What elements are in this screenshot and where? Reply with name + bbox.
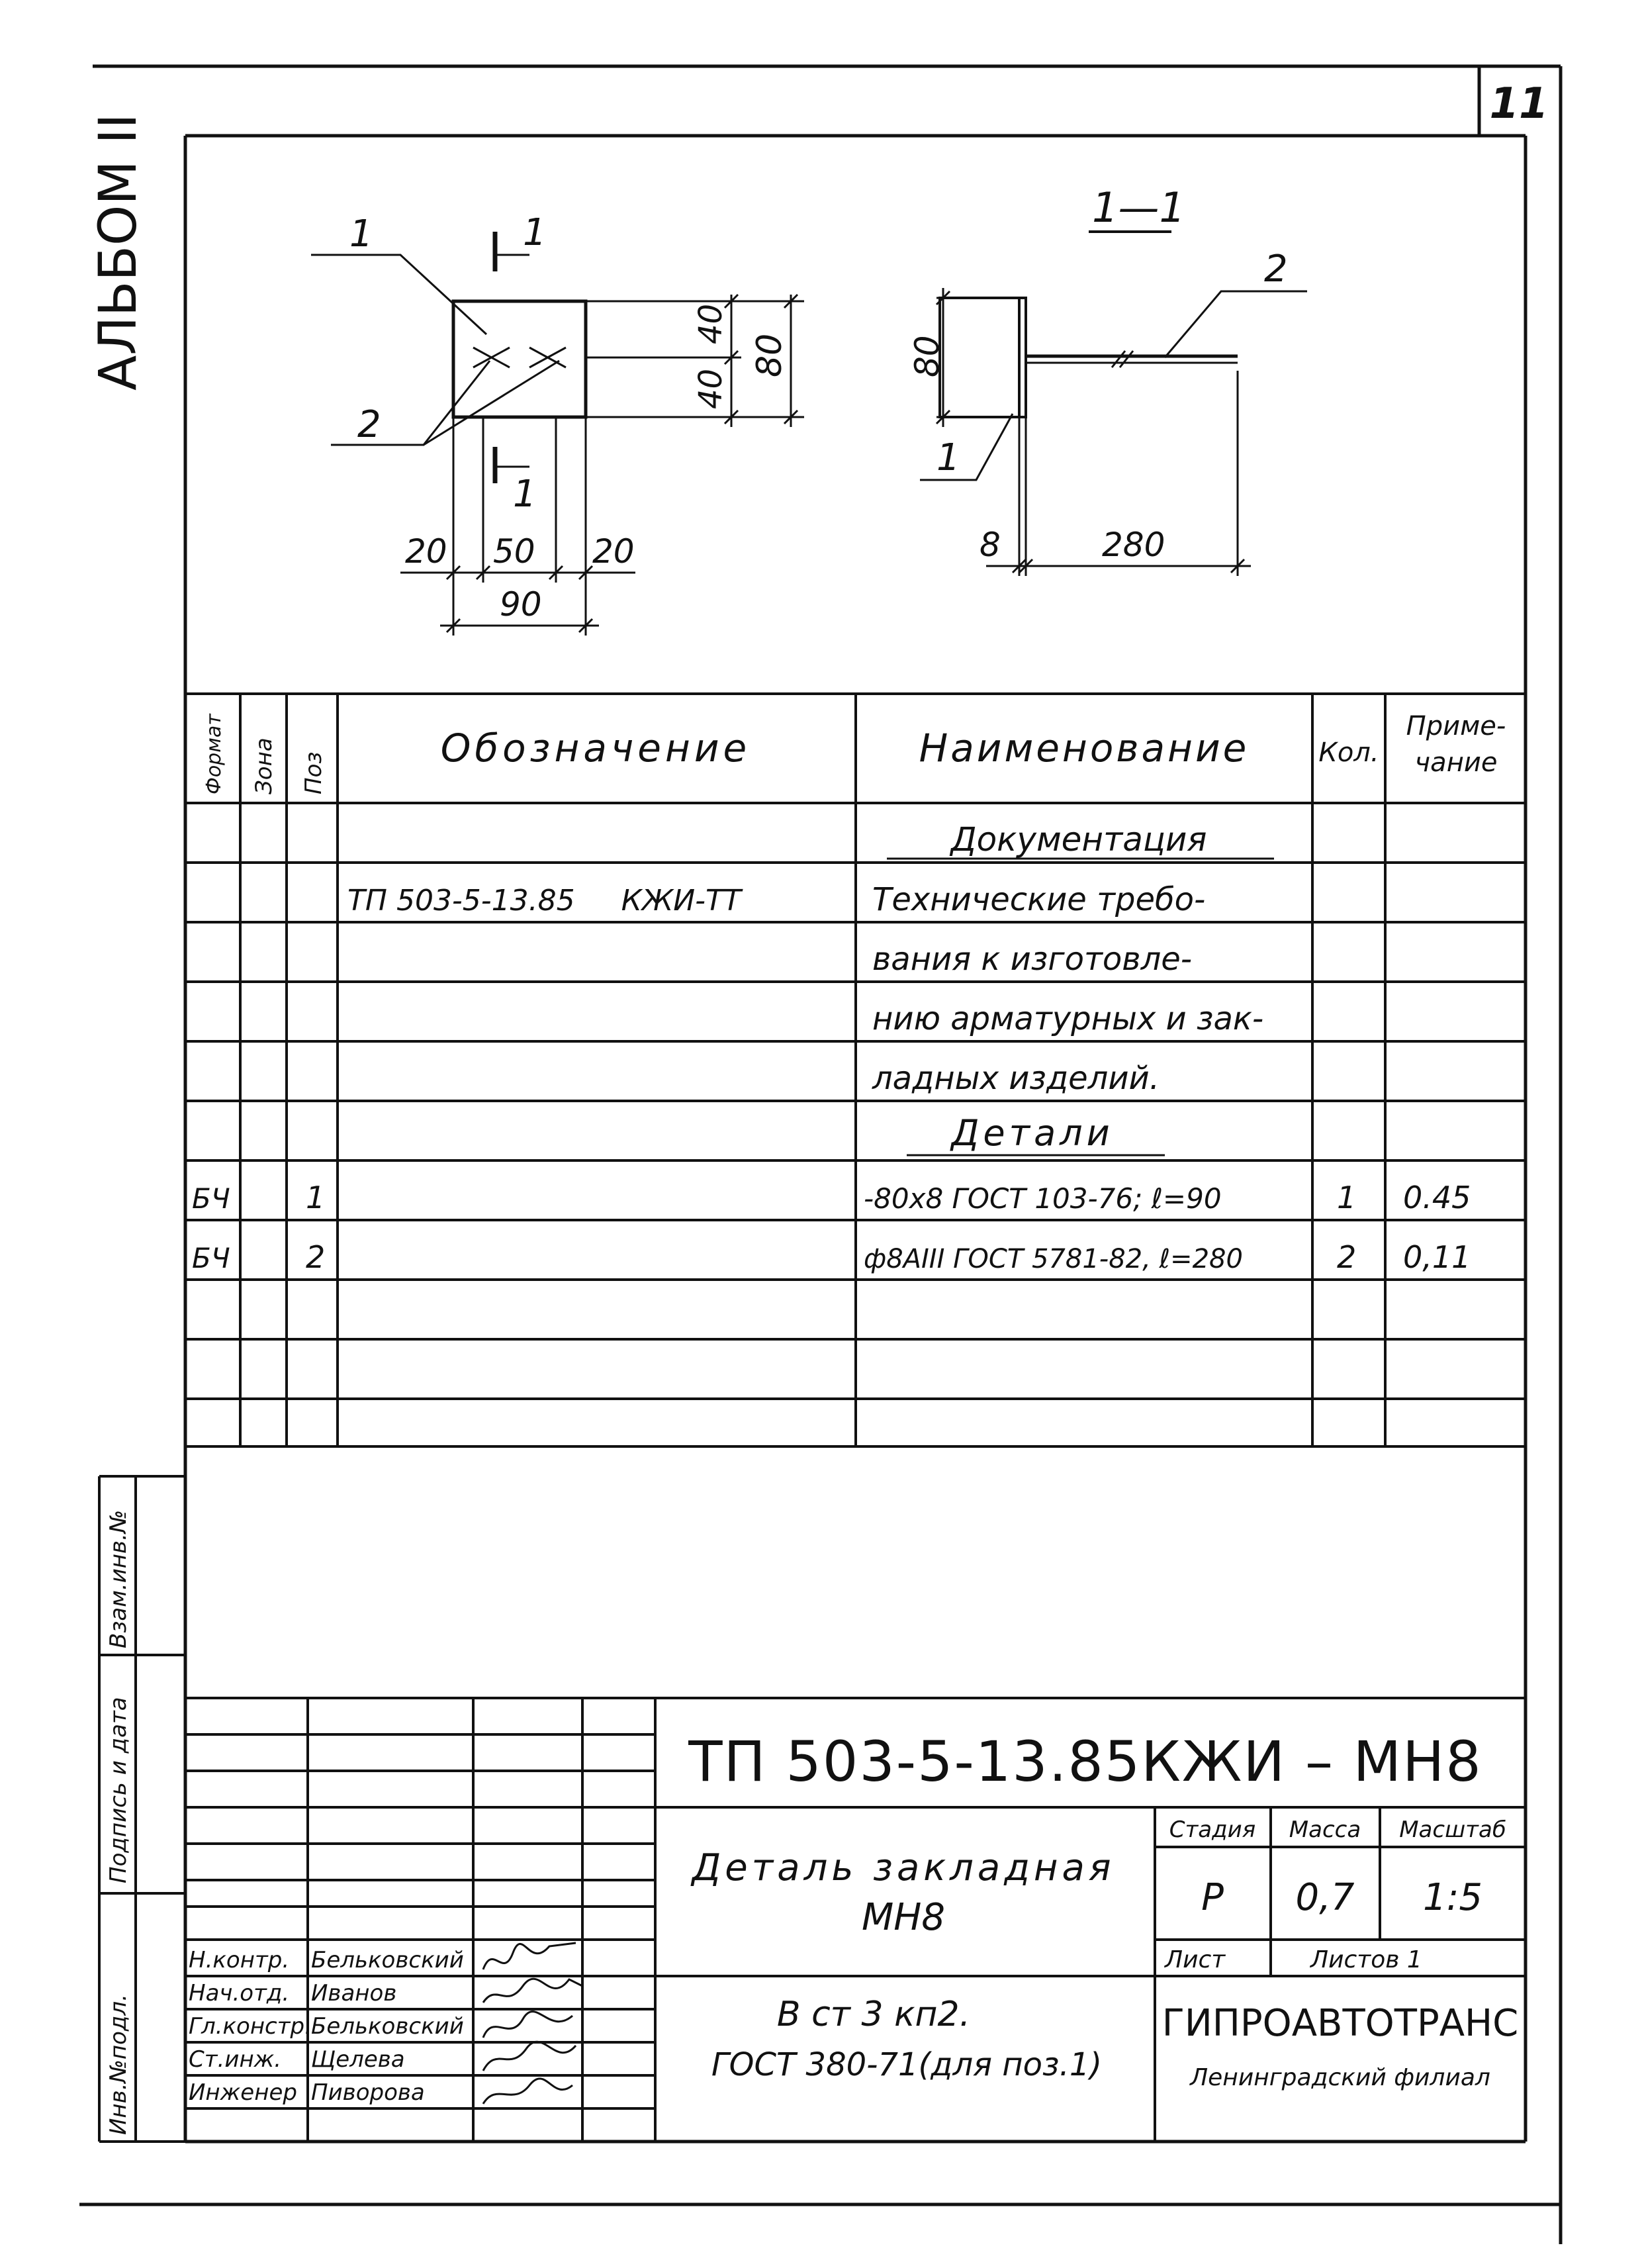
stage-value: Р — [1201, 1876, 1224, 1919]
section-dim-length-280: 280 — [1102, 526, 1165, 564]
plan-dim-left-20: 20 — [405, 532, 447, 571]
spec-row-2-name: Технические требо- — [872, 881, 1205, 918]
section-mark-top-label: 1 — [523, 211, 547, 254]
leader-part1 — [311, 254, 488, 336]
sheets-label: Листов 1 — [1309, 1946, 1422, 1973]
plan-dim-right-20: 20 — [592, 532, 635, 571]
header-pos: Поз — [300, 752, 327, 794]
staff-role-3: Гл.констр. — [189, 2013, 312, 2040]
signature-4 — [482, 2040, 577, 2071]
org-name: ГИПРОАВТОТРАНС — [1162, 2002, 1519, 2045]
plan-dim-height-80: 80 — [750, 334, 790, 377]
section-label-part1: 1 — [936, 436, 960, 479]
section-dim-height-80: 80 — [908, 335, 946, 377]
spec-row-7-format: БЧ — [192, 1182, 230, 1215]
plate-plan — [451, 299, 588, 419]
spec-grid — [185, 692, 1526, 1448]
side-vzam-inv: Взам.инв.№ — [105, 1510, 132, 1648]
leader-part2-b — [423, 359, 560, 446]
signatures — [482, 1942, 583, 2104]
spec-row-4-name: нию арматурных и зак- — [872, 1000, 1263, 1037]
plan-dim-total-90: 90 — [500, 585, 542, 624]
plan-label-part1: 1 — [349, 213, 373, 256]
spec-row-8-format: БЧ — [192, 1242, 230, 1274]
spec-row-1-name: Документация — [950, 820, 1207, 859]
stud-marks — [473, 346, 567, 369]
spec-row-3-name: вания к изготовле- — [872, 941, 1192, 978]
album-label: АЛЬБОМ II — [89, 113, 148, 391]
section-view: 1—1 2 1 80 8 280 — [908, 183, 1307, 576]
staff-name-4: Щелева — [311, 2046, 405, 2073]
spec-row-8-note: 0,11 — [1403, 1239, 1471, 1275]
plate-section — [938, 297, 1027, 418]
staff-role-1: Н.контр. — [189, 1947, 289, 1973]
spec-row-8-pos: 2 — [306, 1239, 325, 1275]
side-stamp: Инв.№подл. Подпись и дата Взам.инв.№ — [98, 1475, 185, 2143]
staff-name-2: Иванов — [311, 1980, 396, 2007]
plan-label-part2: 2 — [357, 403, 381, 446]
signature-2 — [482, 1977, 583, 2003]
header-zone: Зона — [251, 737, 277, 794]
signature-5 — [482, 2077, 573, 2104]
title-block-grid — [185, 1697, 1526, 2142]
section-dim-thickness-8: 8 — [980, 526, 1001, 564]
plan-dim-middle-50: 50 — [493, 532, 535, 571]
section-mark-bottom-label: 1 — [513, 473, 537, 516]
sheet-number: 11 — [1489, 79, 1548, 128]
section-leader-part2 — [1163, 290, 1307, 358]
section-leader-part1 — [920, 413, 1014, 481]
plan-dim-bottom-40: 40 — [692, 369, 729, 409]
header-qty: Кол. — [1318, 737, 1379, 768]
spec-row-2-designation: ТП 503-5-13.85 КЖИ-ТТ — [347, 884, 743, 918]
staff-name-3: Бельковский — [311, 2013, 464, 2040]
spec-row-5-name: ладных изделий. — [872, 1060, 1160, 1097]
org-branch: Ленинградский филиал — [1189, 2064, 1490, 2091]
header-note-line1: Приме- — [1406, 711, 1506, 741]
header-designation: Обозначение — [441, 726, 751, 771]
header-note-line2: чание — [1415, 747, 1498, 778]
spec-table: Формат Зона Поз Обозначение Наименование… — [185, 692, 1526, 1448]
material-line1: В ст 3 кп2. — [777, 1995, 970, 2034]
section-label-part2: 2 — [1264, 248, 1288, 291]
scale-value: 1:5 — [1423, 1876, 1482, 1919]
col-stage: Стадия — [1169, 1817, 1255, 1843]
header-name: Наименование — [919, 726, 1250, 771]
spec-row-8-qty: 2 — [1337, 1239, 1356, 1275]
material-line2: ГОСТ 380-71(для поз.1) — [711, 2046, 1102, 2083]
signature-1 — [482, 1942, 576, 1970]
plan-dim-top-40: 40 — [692, 304, 729, 344]
staff-role-5: Инженер — [189, 2079, 297, 2106]
header-format: Формат — [203, 713, 226, 794]
spec-row-6-name: Детали — [950, 1112, 1114, 1154]
spec-row-7-note: 0.45 — [1403, 1180, 1471, 1215]
signature-3 — [482, 2010, 573, 2038]
staff-role-4: Ст.инж. — [189, 2046, 281, 2073]
staff-role-2: Нач.отд. — [189, 1980, 289, 2007]
title-block: ТП 503-5-13.85КЖИ – МН8 Деталь закладная… — [185, 1697, 1526, 2142]
sheet-frame — [79, 64, 1563, 2244]
staff-name-1: Бельковский — [311, 1947, 464, 1973]
staff-name-5: Пиворова — [311, 2079, 425, 2106]
spec-row-7-name: -80х8 ГОСТ 103-76; ℓ=90 — [864, 1182, 1222, 1215]
leader-part2-a — [331, 360, 491, 446]
doc-code: ТП 503-5-13.85КЖИ – МН8 — [688, 1729, 1482, 1794]
sheet-label: Лист — [1163, 1946, 1226, 1973]
col-mass: Масса — [1289, 1817, 1361, 1843]
spec-row-7-qty: 1 — [1337, 1180, 1356, 1215]
side-inv-podl: Инв.№подл. — [105, 1994, 132, 2135]
col-scale: Масштаб — [1399, 1817, 1506, 1843]
spec-row-8-name: ф8АIII ГОСТ 5781-82, ℓ=280 — [864, 1244, 1243, 1274]
spec-row-7-pos: 1 — [306, 1180, 325, 1215]
mass-value: 0,7 — [1295, 1876, 1354, 1919]
title-line2: МН8 — [862, 1896, 945, 1939]
section-title: 1—1 — [1092, 183, 1185, 232]
side-podpis-data: Подпись и дата — [105, 1697, 132, 1883]
title-line1: Деталь закладная — [690, 1846, 1115, 1889]
plan-view: 1 2 1 1 40 40 80 — [311, 211, 804, 636]
